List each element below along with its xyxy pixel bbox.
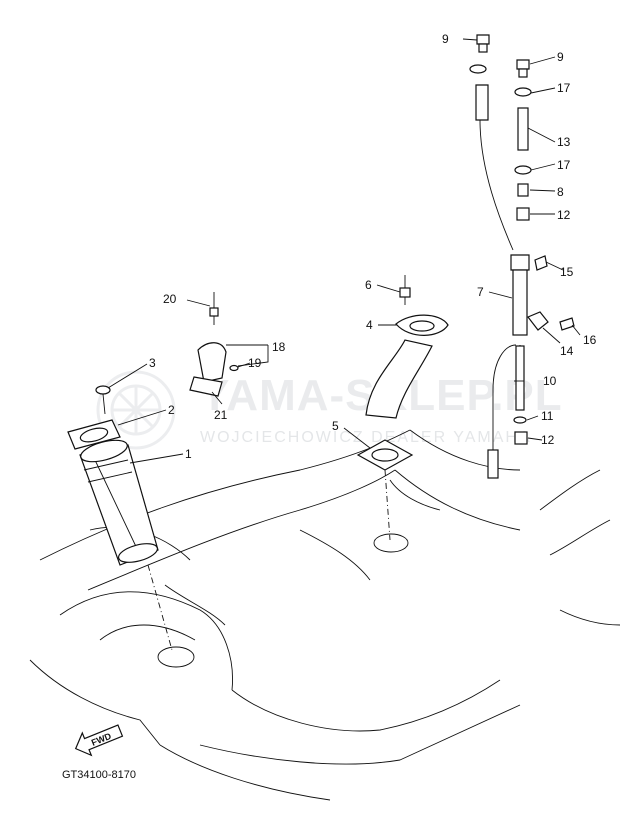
callout-11: 11 xyxy=(541,409,554,423)
hull-outline xyxy=(29,429,621,801)
gasket-part-5 xyxy=(356,439,414,471)
bent-vent-pipe xyxy=(365,339,433,419)
callout-14: 14 xyxy=(560,344,574,358)
callout-9-left: 9 xyxy=(442,32,449,46)
callout-13: 13 xyxy=(557,135,571,149)
callout-12-upper: 12 xyxy=(557,208,571,222)
callout-19: 19 xyxy=(248,356,262,370)
callout-4: 4 xyxy=(366,318,373,332)
callout-3: 3 xyxy=(149,356,156,370)
diagram-code: GT34100-8170 xyxy=(62,769,136,781)
leader-lines xyxy=(107,38,581,464)
callout-17-upper: 17 xyxy=(557,81,571,95)
bolt-part-3 xyxy=(95,385,111,415)
callout-16: 16 xyxy=(583,333,597,347)
callout-10: 10 xyxy=(543,374,557,388)
filler-hose-part-1 xyxy=(67,419,159,566)
callout-8: 8 xyxy=(557,185,564,199)
callout-labels: 1 2 3 4 5 6 7 8 9 9 10 11 12 12 13 14 15… xyxy=(149,32,597,461)
callout-5: 5 xyxy=(332,419,339,433)
callout-6: 6 xyxy=(365,278,372,292)
watermark-line-2: WOJCIECHOWICZ DEALER YAMAHA xyxy=(200,429,532,446)
callout-17-lower: 17 xyxy=(557,158,571,172)
center-lines xyxy=(147,345,521,651)
callout-9-right: 9 xyxy=(557,50,564,64)
forward-direction-arrow-icon: FWD xyxy=(74,724,124,757)
callout-20: 20 xyxy=(163,292,177,306)
callout-2: 2 xyxy=(168,403,175,417)
breather-hose-assembly-parts-7-17 xyxy=(469,34,575,479)
callout-12-lower: 12 xyxy=(541,433,555,447)
callout-7: 7 xyxy=(477,285,484,299)
clamp-assembly-parts-18-21 xyxy=(189,292,239,397)
callout-21: 21 xyxy=(214,408,228,422)
vent-fitting-parts-4-6 xyxy=(395,275,449,336)
callout-1: 1 xyxy=(185,447,192,461)
callout-18: 18 xyxy=(272,340,286,354)
watermark-seal-icon xyxy=(96,370,176,450)
callout-15: 15 xyxy=(560,265,574,279)
